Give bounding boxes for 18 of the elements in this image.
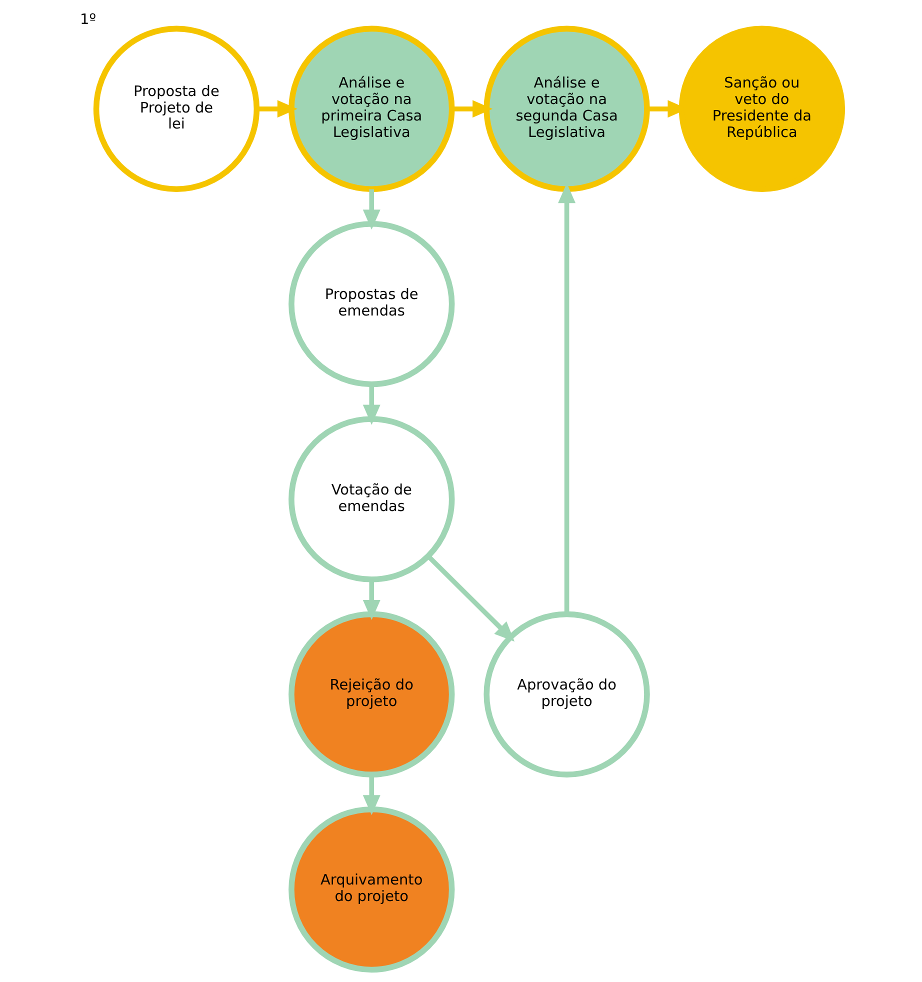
node-circle: Análise e votação na primeira Casa Legislativa [288,26,455,192]
node-label: 1º [80,12,96,28]
arrow [452,100,493,118]
arrow [362,774,380,816]
arrow [362,384,380,425]
node-circle: Análise e votação na segunda Casa Legislativa [484,26,650,192]
arrow [362,189,380,230]
node-circle: Aprovação do projeto [484,611,650,778]
node-circle: Proposta de Projeto de lei [93,26,260,192]
arrow [362,580,380,620]
node-circle: Arquivamento do projeto [288,806,455,973]
arrow [558,183,576,614]
node-circle: Sanção ou veto do Presidente da República [678,26,846,192]
node-circle: Rejeição do projeto [288,611,455,778]
node-circle: Propostas de emendas [288,220,455,388]
arrow [426,554,515,642]
arrow [256,100,298,118]
node-circle: Votação de emendas [288,416,455,582]
